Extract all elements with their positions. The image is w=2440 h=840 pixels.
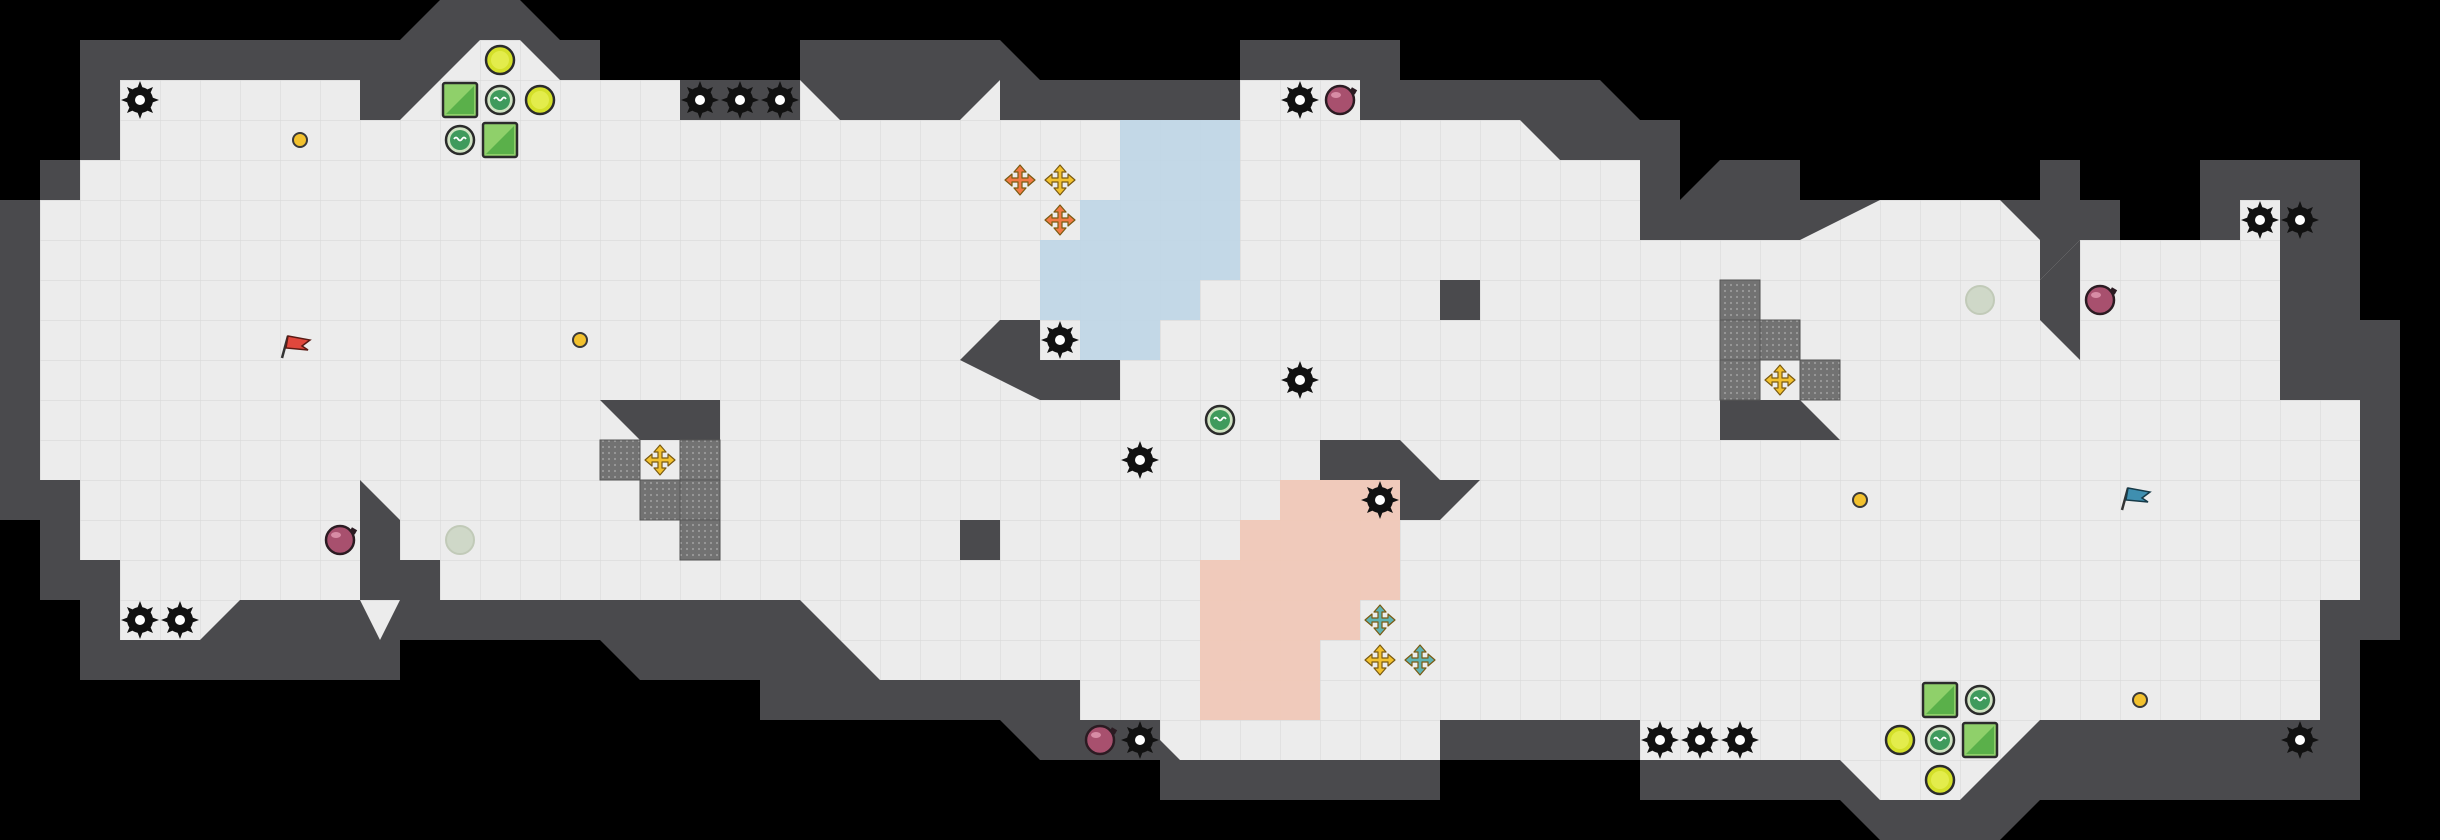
arena-floor	[40, 40, 2360, 800]
gate-tiles-right	[1719, 279, 1841, 401]
blue-team-zone	[1040, 120, 1240, 360]
powerup	[1204, 404, 1236, 436]
red-flag-icon	[280, 335, 312, 359]
gate-tiles-left	[599, 439, 721, 561]
blue-flag-icon	[2120, 487, 2152, 511]
red-team-zone	[1200, 480, 1400, 720]
